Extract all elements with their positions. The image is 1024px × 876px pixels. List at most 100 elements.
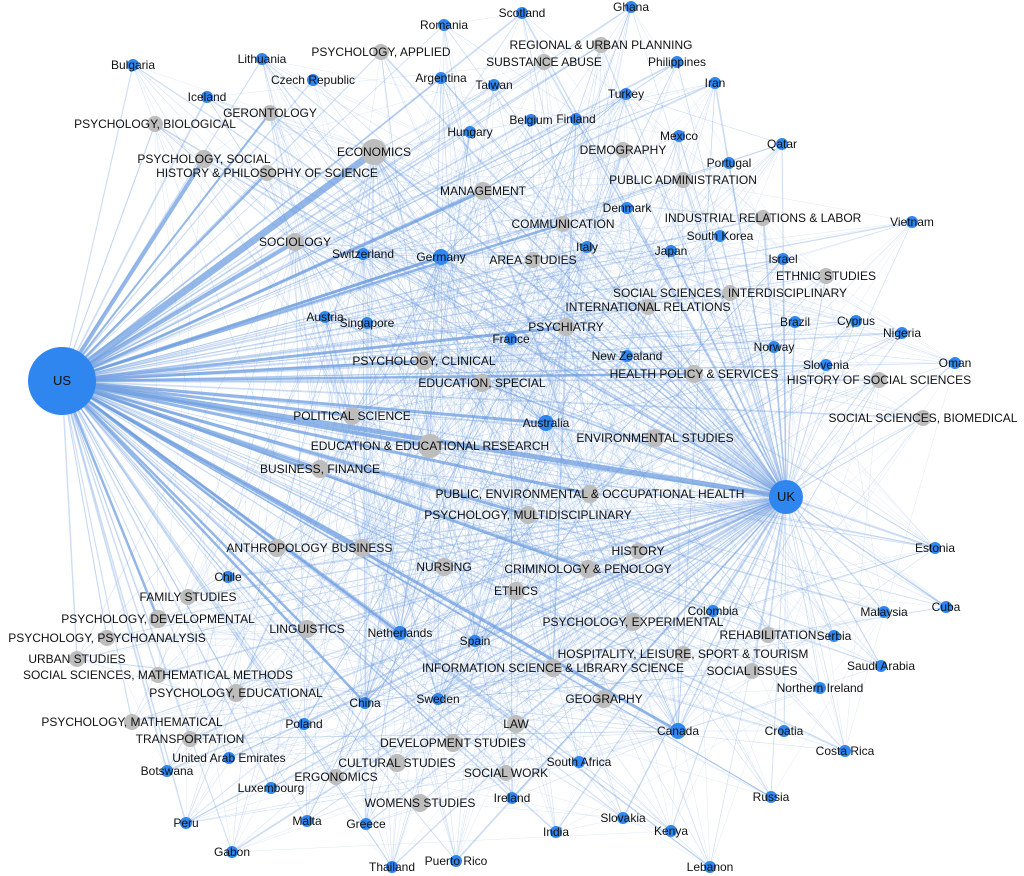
edge bbox=[437, 135, 680, 700]
edge bbox=[474, 379, 880, 642]
edge bbox=[361, 493, 591, 549]
edge bbox=[443, 24, 476, 642]
field-node-political-science bbox=[343, 407, 361, 425]
edge bbox=[306, 246, 588, 822]
edge bbox=[294, 241, 367, 825]
edge bbox=[364, 698, 439, 704]
edge bbox=[545, 207, 628, 424]
edge bbox=[61, 380, 431, 447]
edge bbox=[589, 332, 903, 495]
edge bbox=[61, 380, 457, 862]
edge bbox=[235, 493, 591, 694]
edge bbox=[510, 332, 903, 340]
edge bbox=[60, 379, 364, 550]
edge bbox=[189, 730, 679, 740]
edge bbox=[294, 241, 835, 637]
edge bbox=[437, 221, 913, 700]
edge bbox=[785, 379, 880, 498]
edge bbox=[552, 223, 564, 669]
edge bbox=[670, 221, 913, 252]
edge bbox=[231, 634, 769, 853]
field-node-ergonomics bbox=[328, 769, 344, 785]
field-node-economics bbox=[361, 139, 387, 165]
edge bbox=[399, 445, 431, 634]
edge bbox=[785, 496, 882, 667]
edge bbox=[61, 380, 401, 634]
edge bbox=[166, 468, 321, 772]
edge bbox=[324, 316, 353, 417]
edge bbox=[565, 326, 695, 375]
edge bbox=[261, 58, 547, 424]
edge bbox=[469, 131, 787, 498]
edge bbox=[362, 179, 684, 255]
edge bbox=[575, 118, 588, 248]
edge bbox=[575, 118, 769, 636]
edge bbox=[693, 373, 835, 637]
edge bbox=[552, 135, 680, 669]
edge bbox=[626, 207, 787, 498]
country-node-malaysia bbox=[878, 606, 890, 618]
edge bbox=[324, 316, 787, 498]
edge bbox=[440, 256, 445, 568]
edge bbox=[319, 468, 591, 495]
edge bbox=[294, 82, 716, 243]
edge bbox=[362, 253, 366, 704]
country-label-uk: UK bbox=[777, 489, 795, 504]
field-label-development-studies: DEVELOPMENT STUDIES bbox=[380, 736, 526, 750]
edge bbox=[678, 135, 711, 868]
edge bbox=[482, 190, 567, 328]
edge bbox=[206, 96, 956, 364]
edge bbox=[511, 730, 679, 799]
edge bbox=[373, 151, 454, 744]
edge bbox=[587, 496, 787, 570]
edge bbox=[366, 322, 605, 700]
edge bbox=[185, 772, 507, 824]
country-label-united-arab-emirates: United Arab Emirates bbox=[172, 751, 285, 765]
edge bbox=[361, 235, 721, 549]
edge bbox=[510, 338, 880, 381]
edge bbox=[365, 632, 401, 825]
edge bbox=[440, 93, 627, 258]
edge bbox=[227, 256, 442, 578]
field-label-history-of-social-sciences: HISTORY OF SOCIAL SCIENCES bbox=[787, 373, 971, 387]
edge bbox=[603, 496, 787, 700]
edge bbox=[437, 698, 457, 862]
edge bbox=[185, 496, 787, 824]
field-label-psychology-psychoanalysis: PSYCHOLOGY, PSYCHOANALYSIS bbox=[8, 631, 206, 645]
edge bbox=[294, 241, 857, 322]
edge bbox=[58, 148, 378, 385]
edge bbox=[443, 24, 956, 364]
edge bbox=[157, 158, 205, 676]
edge bbox=[61, 380, 821, 689]
country-node-estonia bbox=[929, 542, 941, 554]
edge bbox=[482, 190, 634, 623]
country-node-singapore bbox=[361, 317, 373, 329]
edge bbox=[586, 246, 956, 364]
country-label-lithuania: Lithuania bbox=[238, 52, 287, 66]
edge bbox=[61, 320, 857, 382]
edge bbox=[61, 380, 439, 700]
edge bbox=[437, 698, 517, 725]
edge bbox=[670, 496, 787, 832]
edge bbox=[185, 253, 364, 824]
edge bbox=[819, 611, 885, 689]
country-label-malaysia: Malaysia bbox=[860, 605, 908, 619]
edge bbox=[61, 380, 108, 639]
edge bbox=[578, 250, 672, 763]
edge bbox=[677, 179, 684, 732]
edge bbox=[61, 275, 827, 382]
edge bbox=[203, 158, 364, 255]
edge bbox=[391, 496, 787, 868]
edge bbox=[785, 496, 885, 613]
edge bbox=[440, 256, 557, 833]
edge bbox=[783, 321, 796, 732]
edge bbox=[399, 44, 602, 634]
edge bbox=[76, 658, 305, 725]
edge bbox=[261, 58, 679, 732]
edge bbox=[61, 380, 237, 694]
edge bbox=[61, 380, 580, 763]
edge bbox=[61, 380, 772, 798]
edge bbox=[682, 179, 787, 498]
edge bbox=[319, 445, 431, 470]
edge bbox=[762, 217, 846, 752]
